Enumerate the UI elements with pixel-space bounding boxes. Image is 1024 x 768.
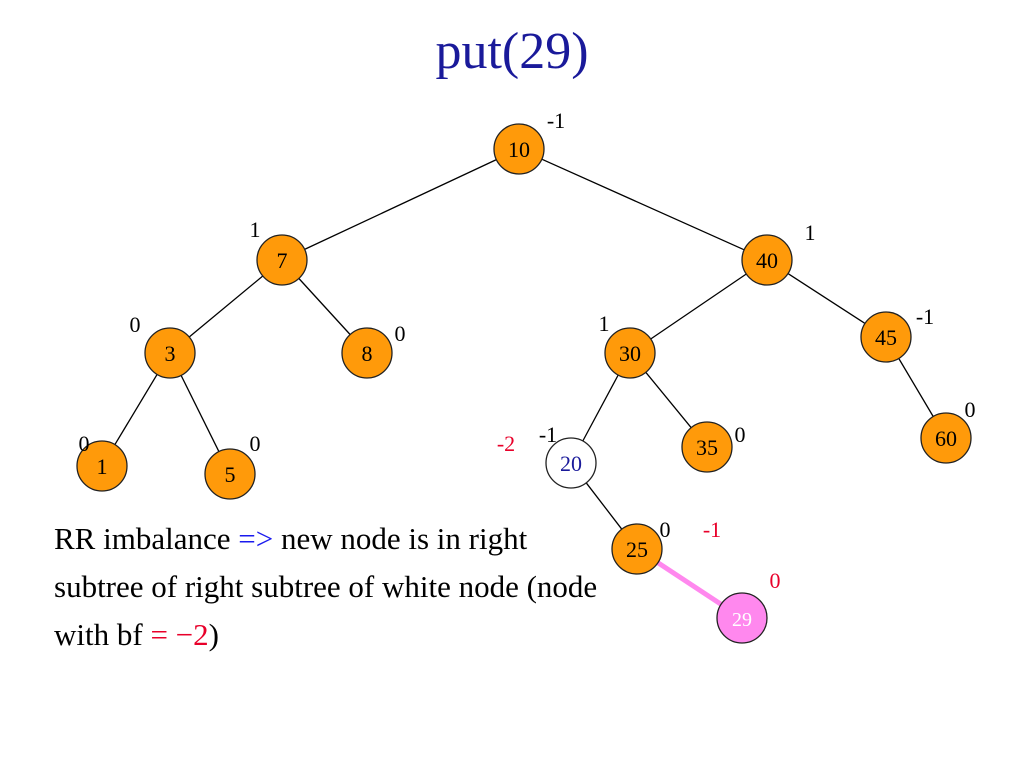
node-key: 8 xyxy=(362,341,373,366)
tree-node: 35 xyxy=(681,421,733,473)
balance-factor: 0 xyxy=(735,422,746,447)
explanation-part3: ) xyxy=(208,617,219,652)
bf-value-highlight: = −2 xyxy=(150,617,209,652)
tree-edge xyxy=(180,375,220,452)
tree-node: 1 xyxy=(76,440,128,492)
balance-factor: 0 xyxy=(395,321,406,346)
tree-node: 3 xyxy=(144,327,196,379)
page-title: put(29) xyxy=(435,23,589,80)
node-key: 10 xyxy=(508,137,530,162)
node-circle xyxy=(860,311,912,363)
balance-factor: 0 xyxy=(965,397,976,422)
node-key: 3 xyxy=(165,341,176,366)
tree-edge xyxy=(787,273,866,324)
node-circle xyxy=(144,327,196,379)
balance-factor: -1 xyxy=(539,422,557,447)
node-circle xyxy=(741,234,793,286)
balance-factor: 0 xyxy=(79,431,90,456)
node-circle xyxy=(611,523,663,575)
tree-node: 8 xyxy=(341,327,393,379)
tree-node: 30 xyxy=(604,327,656,379)
new-node: 29 xyxy=(716,592,768,644)
tree-node: 60 xyxy=(920,412,972,464)
node-key: 35 xyxy=(696,435,718,460)
unbalanced-node: 20 xyxy=(545,437,597,489)
node-key: 45 xyxy=(875,325,897,350)
tree-edge xyxy=(582,374,619,442)
node-circle xyxy=(681,421,733,473)
balance-factor: 0 xyxy=(130,312,141,337)
tree-edge xyxy=(298,278,351,335)
explanation-part2: new node is in right subtree of right su… xyxy=(54,521,598,652)
tree-node: 7 xyxy=(256,234,308,286)
balance-factor: -1 xyxy=(916,304,934,329)
explanation-part1: RR imbalance xyxy=(54,521,239,556)
balance-factor: 1 xyxy=(250,217,261,242)
balance-factor: 1 xyxy=(599,311,610,336)
tree-node: 25 xyxy=(611,523,663,575)
balance-factor: 0 xyxy=(250,431,261,456)
node-circle xyxy=(920,412,972,464)
node-circle xyxy=(604,327,656,379)
node-key: 40 xyxy=(756,248,778,273)
tree-node: 5 xyxy=(204,448,256,500)
updated-balance-factor: -2 xyxy=(497,431,515,456)
node-circle xyxy=(76,440,128,492)
node-key: 7 xyxy=(277,248,288,273)
node-circle xyxy=(545,437,597,489)
tree-edge xyxy=(650,273,747,340)
balance-factor: 1 xyxy=(805,220,816,245)
tree-edge xyxy=(304,159,497,250)
node-key: 5 xyxy=(225,462,236,487)
node-key: 20 xyxy=(560,451,582,476)
node-circle xyxy=(716,592,768,644)
tree-node: 40 xyxy=(741,234,793,286)
node-circle xyxy=(204,448,256,500)
node-key: 30 xyxy=(619,341,641,366)
node-circle xyxy=(256,234,308,286)
tree-edge xyxy=(541,158,745,251)
explanation-text: RR imbalance => new node is in right sub… xyxy=(54,515,614,659)
implies-arrow: => xyxy=(238,521,274,556)
tree-edge xyxy=(188,275,264,338)
tree-edge xyxy=(645,371,692,429)
node-circle xyxy=(341,327,393,379)
tree-edge xyxy=(585,482,623,530)
balance-factor: 0 xyxy=(660,517,671,542)
node-key: 60 xyxy=(935,426,957,451)
tree-edge xyxy=(114,374,158,445)
tree-edge xyxy=(898,358,934,417)
node-circle xyxy=(493,123,545,175)
tree-node: 10 xyxy=(493,123,545,175)
balance-factor: -1 xyxy=(547,108,565,133)
new-edge xyxy=(656,560,723,607)
node-key: 25 xyxy=(626,537,648,562)
updated-balance-factor: -1 xyxy=(703,517,721,542)
node-key: 29 xyxy=(732,609,752,631)
tree-node: 45 xyxy=(860,311,912,363)
node-key: 1 xyxy=(97,454,108,479)
tree-edges xyxy=(114,158,934,607)
updated-balance-factor: 0 xyxy=(770,568,781,593)
